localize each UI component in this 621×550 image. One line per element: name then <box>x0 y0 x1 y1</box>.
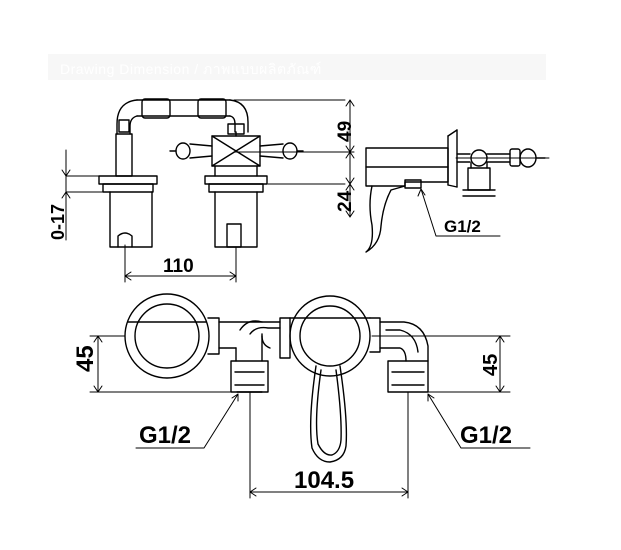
dim-adjust-range: 0-17 <box>48 204 68 240</box>
plan-thread-left: G1/2 <box>139 422 191 449</box>
dim-lower-height: 24 <box>335 190 356 212</box>
dim-plan-width: 104.5 <box>294 467 354 494</box>
dim-centre-spacing: 110 <box>163 256 194 277</box>
header-title: Drawing Dimension / ภาพแบบผลิตภัณฑ์ <box>60 61 322 77</box>
dim-top-height: 49 <box>335 121 356 142</box>
dim-right-depth: 45 <box>480 354 502 376</box>
header-bar <box>48 54 546 80</box>
side-thread-leader <box>417 188 501 237</box>
front-dimensions <box>61 99 355 283</box>
side-elevation-view <box>365 129 550 253</box>
front-elevation-view <box>98 98 346 248</box>
plan-view <box>124 293 429 463</box>
side-thread-label: G1/2 <box>444 217 481 236</box>
plan-thread-right: G1/2 <box>460 422 512 449</box>
plan-dimensions <box>89 335 531 499</box>
dim-left-depth: 45 <box>72 345 99 372</box>
